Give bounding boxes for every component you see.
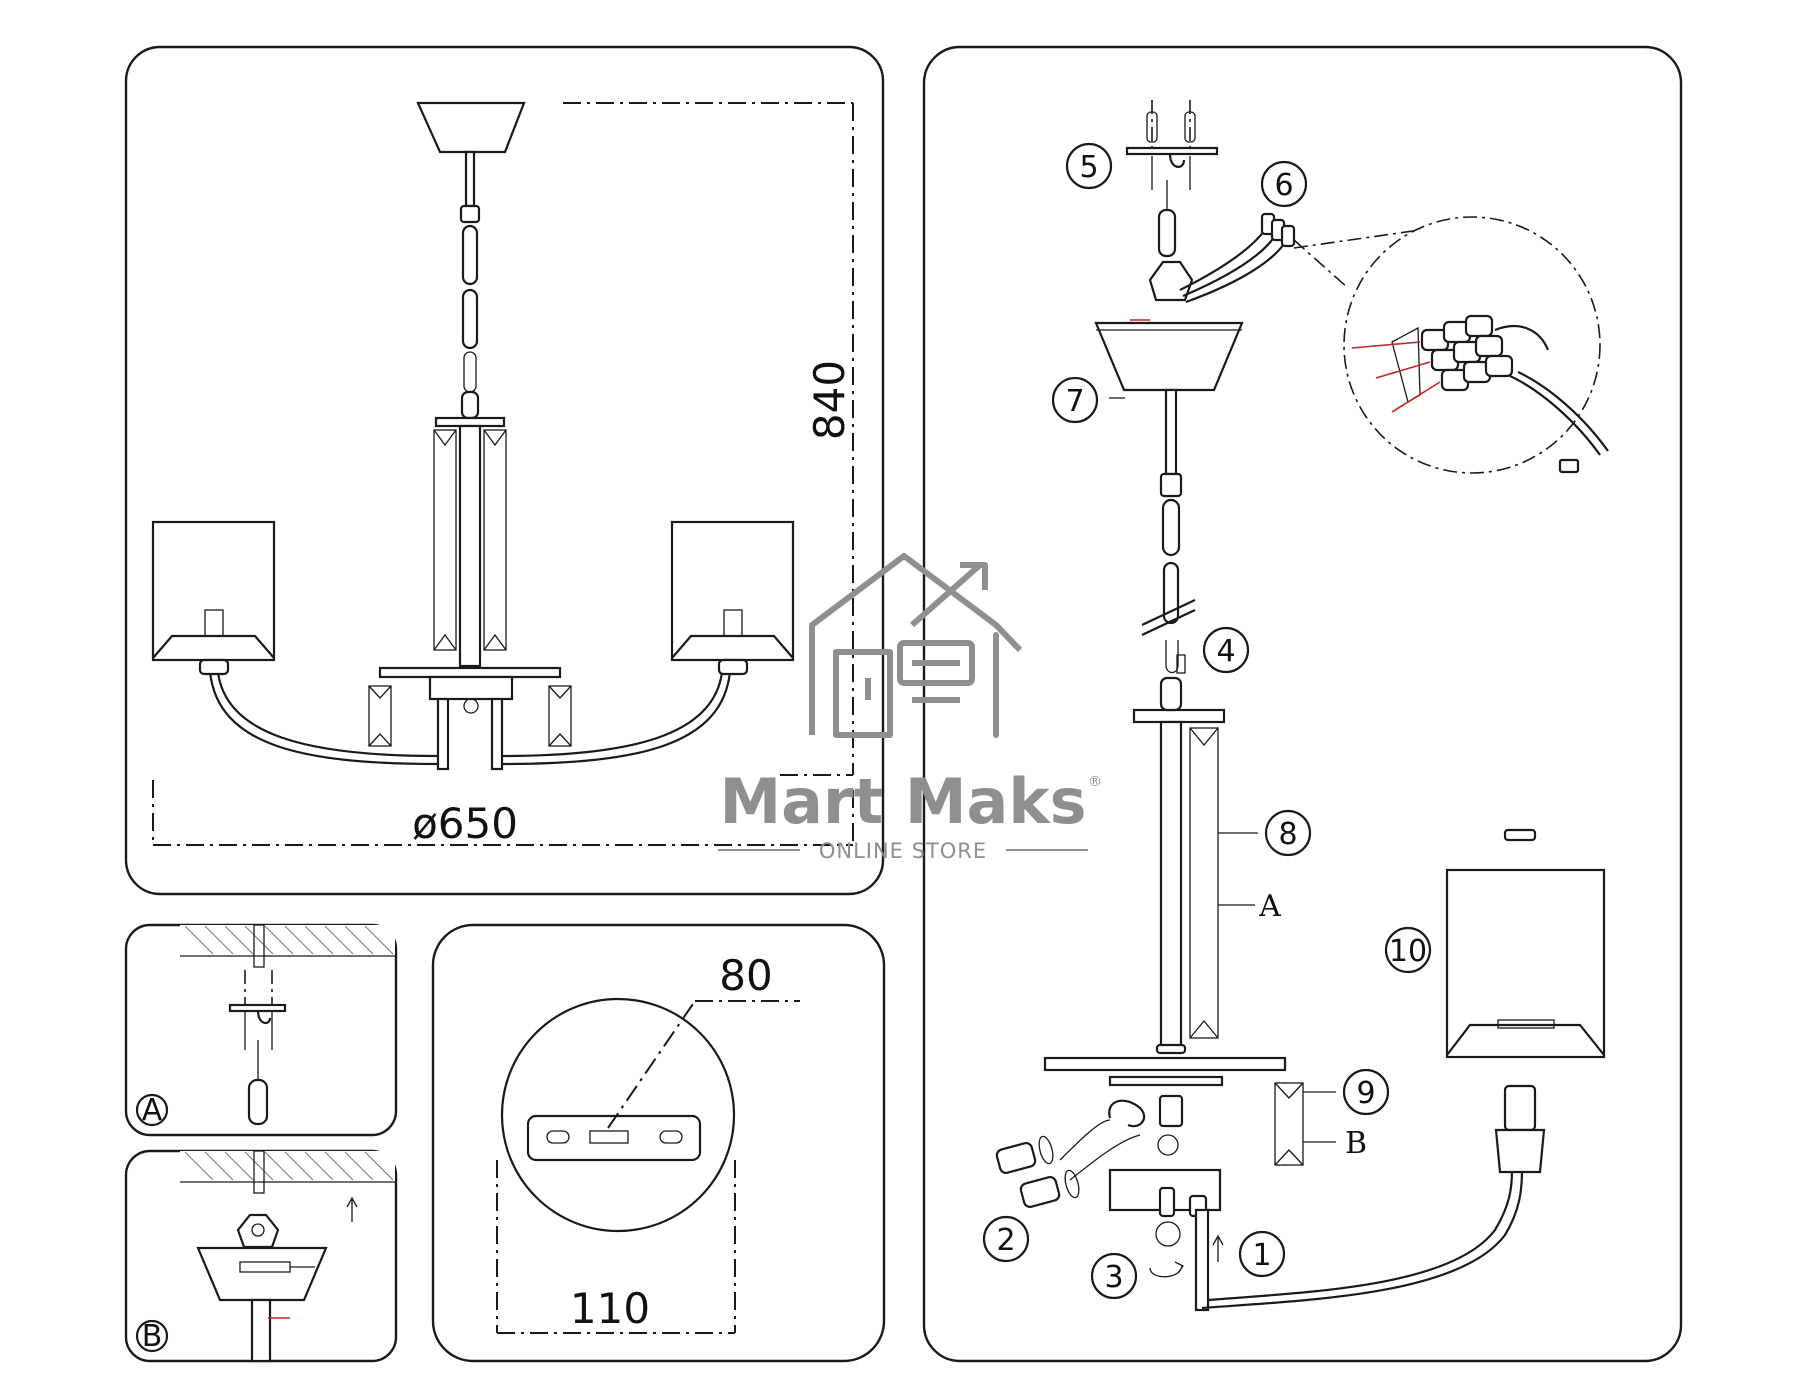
- step-9-label: 9: [1356, 1076, 1375, 1111]
- step-3-label: 3: [1104, 1260, 1123, 1295]
- detail-b-label: B: [142, 1319, 163, 1354]
- detail-a-panel: A: [124, 923, 398, 1137]
- mounting-plate-panel: 80 110: [431, 923, 886, 1363]
- part-b-label: B: [1345, 1126, 1367, 1161]
- brand-watermark: Mart Maks ® ONLINE STORE: [718, 553, 1102, 863]
- step-5-label: 5: [1079, 150, 1098, 185]
- part-a-label: A: [1258, 889, 1281, 924]
- height-dimension: 840: [805, 360, 854, 440]
- canopy-diameter-dimension: 110: [570, 1284, 650, 1333]
- step-10-label: 10: [1389, 934, 1427, 969]
- step-1-label: 1: [1252, 1238, 1271, 1273]
- assembly-panel: 5 6: [922, 45, 1683, 1363]
- brand-subtitle: ONLINE STORE: [819, 839, 987, 863]
- step-6-label: 6: [1274, 168, 1293, 203]
- detail-a-label: A: [142, 1093, 163, 1128]
- overview-panel: 840 ø650: [124, 45, 885, 896]
- bracket-width-dimension: 80: [719, 951, 772, 1000]
- detail-b-panel: B: [124, 1149, 398, 1363]
- registered-mark: ®: [1088, 774, 1102, 790]
- step-2-label: 2: [996, 1223, 1015, 1258]
- diameter-dimension: ø650: [412, 799, 518, 848]
- step-7-label: 7: [1065, 384, 1084, 419]
- brand-name: Mart Maks: [719, 765, 1086, 838]
- step-4-label: 4: [1216, 634, 1235, 669]
- step-8-label: 8: [1278, 817, 1297, 852]
- house-logo-icon: [809, 553, 1023, 738]
